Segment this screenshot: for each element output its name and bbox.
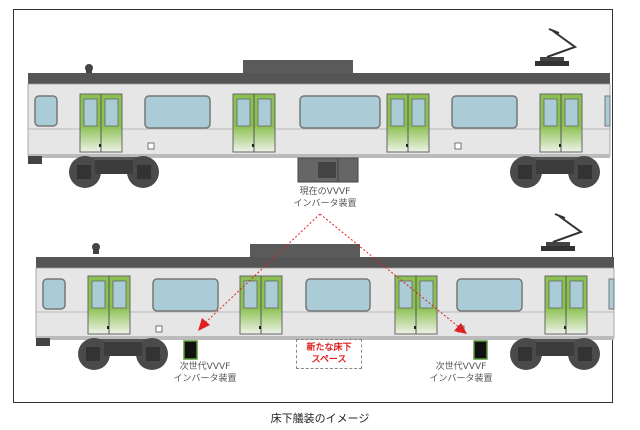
next-gen-left-label-line1: 次世代VVVF	[179, 362, 231, 372]
new-underfloor-space-label: 新たな床下 スペース	[296, 339, 362, 369]
figure-caption: 床下艤装のイメージ	[270, 412, 370, 425]
current-inverter-label: 現在のVVVF インバータ装置	[280, 186, 370, 210]
top-train	[27, 28, 611, 188]
new-space-label-line2: スペース	[311, 355, 347, 365]
bottom-train	[35, 213, 615, 370]
current-inverter-label-line2: インバータ装置	[293, 199, 357, 209]
next-gen-right-label-line2: インバータ装置	[429, 374, 493, 384]
next-gen-right-label-line1: 次世代VVVF	[435, 362, 487, 372]
current-inverter-label-line1: 現在のVVVF	[299, 187, 351, 197]
next-gen-inverter-right	[473, 340, 488, 360]
current-inverter-box	[297, 157, 359, 183]
new-space-label-line1: 新たな床下	[306, 343, 352, 353]
next-gen-inverter-left	[183, 340, 198, 360]
next-gen-inverter-right-label: 次世代VVVF インバータ装置	[416, 361, 506, 385]
next-gen-left-label-line2: インバータ装置	[173, 374, 237, 384]
relocation-arrows	[198, 213, 467, 334]
next-gen-inverter-left-label: 次世代VVVF インバータ装置	[160, 361, 250, 385]
